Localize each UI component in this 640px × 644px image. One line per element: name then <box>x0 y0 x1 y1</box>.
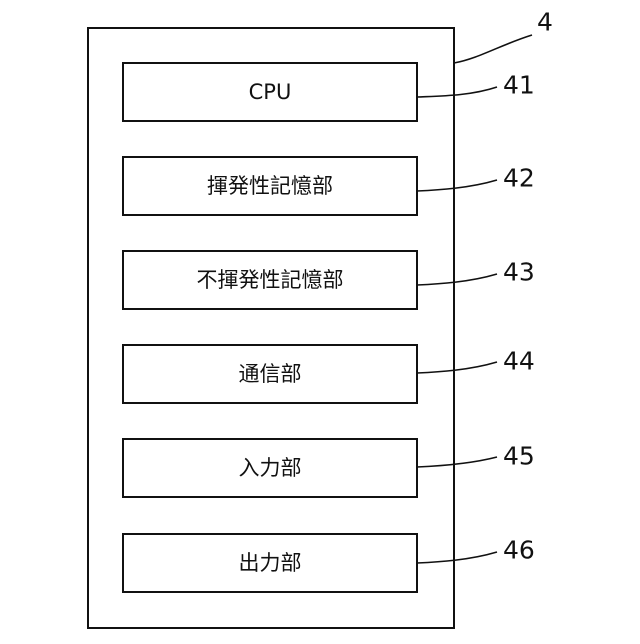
block-output-ref-label: 46 <box>503 536 535 565</box>
block-communication-ref-label: 44 <box>503 347 535 376</box>
block-cpu-ref-label: 41 <box>503 71 535 100</box>
block-output-leader-line <box>417 552 497 563</box>
block-nonvolatile-storage-ref-label: 43 <box>503 258 535 287</box>
block-input-leader-line <box>417 457 497 467</box>
block-cpu-label: CPU <box>249 80 292 104</box>
block-input-label: 入力部 <box>239 456 302 480</box>
block-nonvolatile-storage-label: 不揮発性記憶部 <box>197 268 344 292</box>
device-leader-line <box>454 35 532 63</box>
block-output-label: 出力部 <box>239 551 302 575</box>
device-ref-label: 4 <box>537 8 553 37</box>
block-input-ref-label: 45 <box>503 442 535 471</box>
block-volatile-storage-leader-line <box>417 180 497 191</box>
block-communication-label: 通信部 <box>239 362 302 386</box>
block-volatile-storage-label: 揮発性記憶部 <box>207 174 333 198</box>
block-cpu-leader-line <box>417 87 497 97</box>
block-communication-leader-line <box>417 362 497 373</box>
block-nonvolatile-storage-leader-line <box>417 274 497 285</box>
block-volatile-storage-ref-label: 42 <box>503 164 535 193</box>
